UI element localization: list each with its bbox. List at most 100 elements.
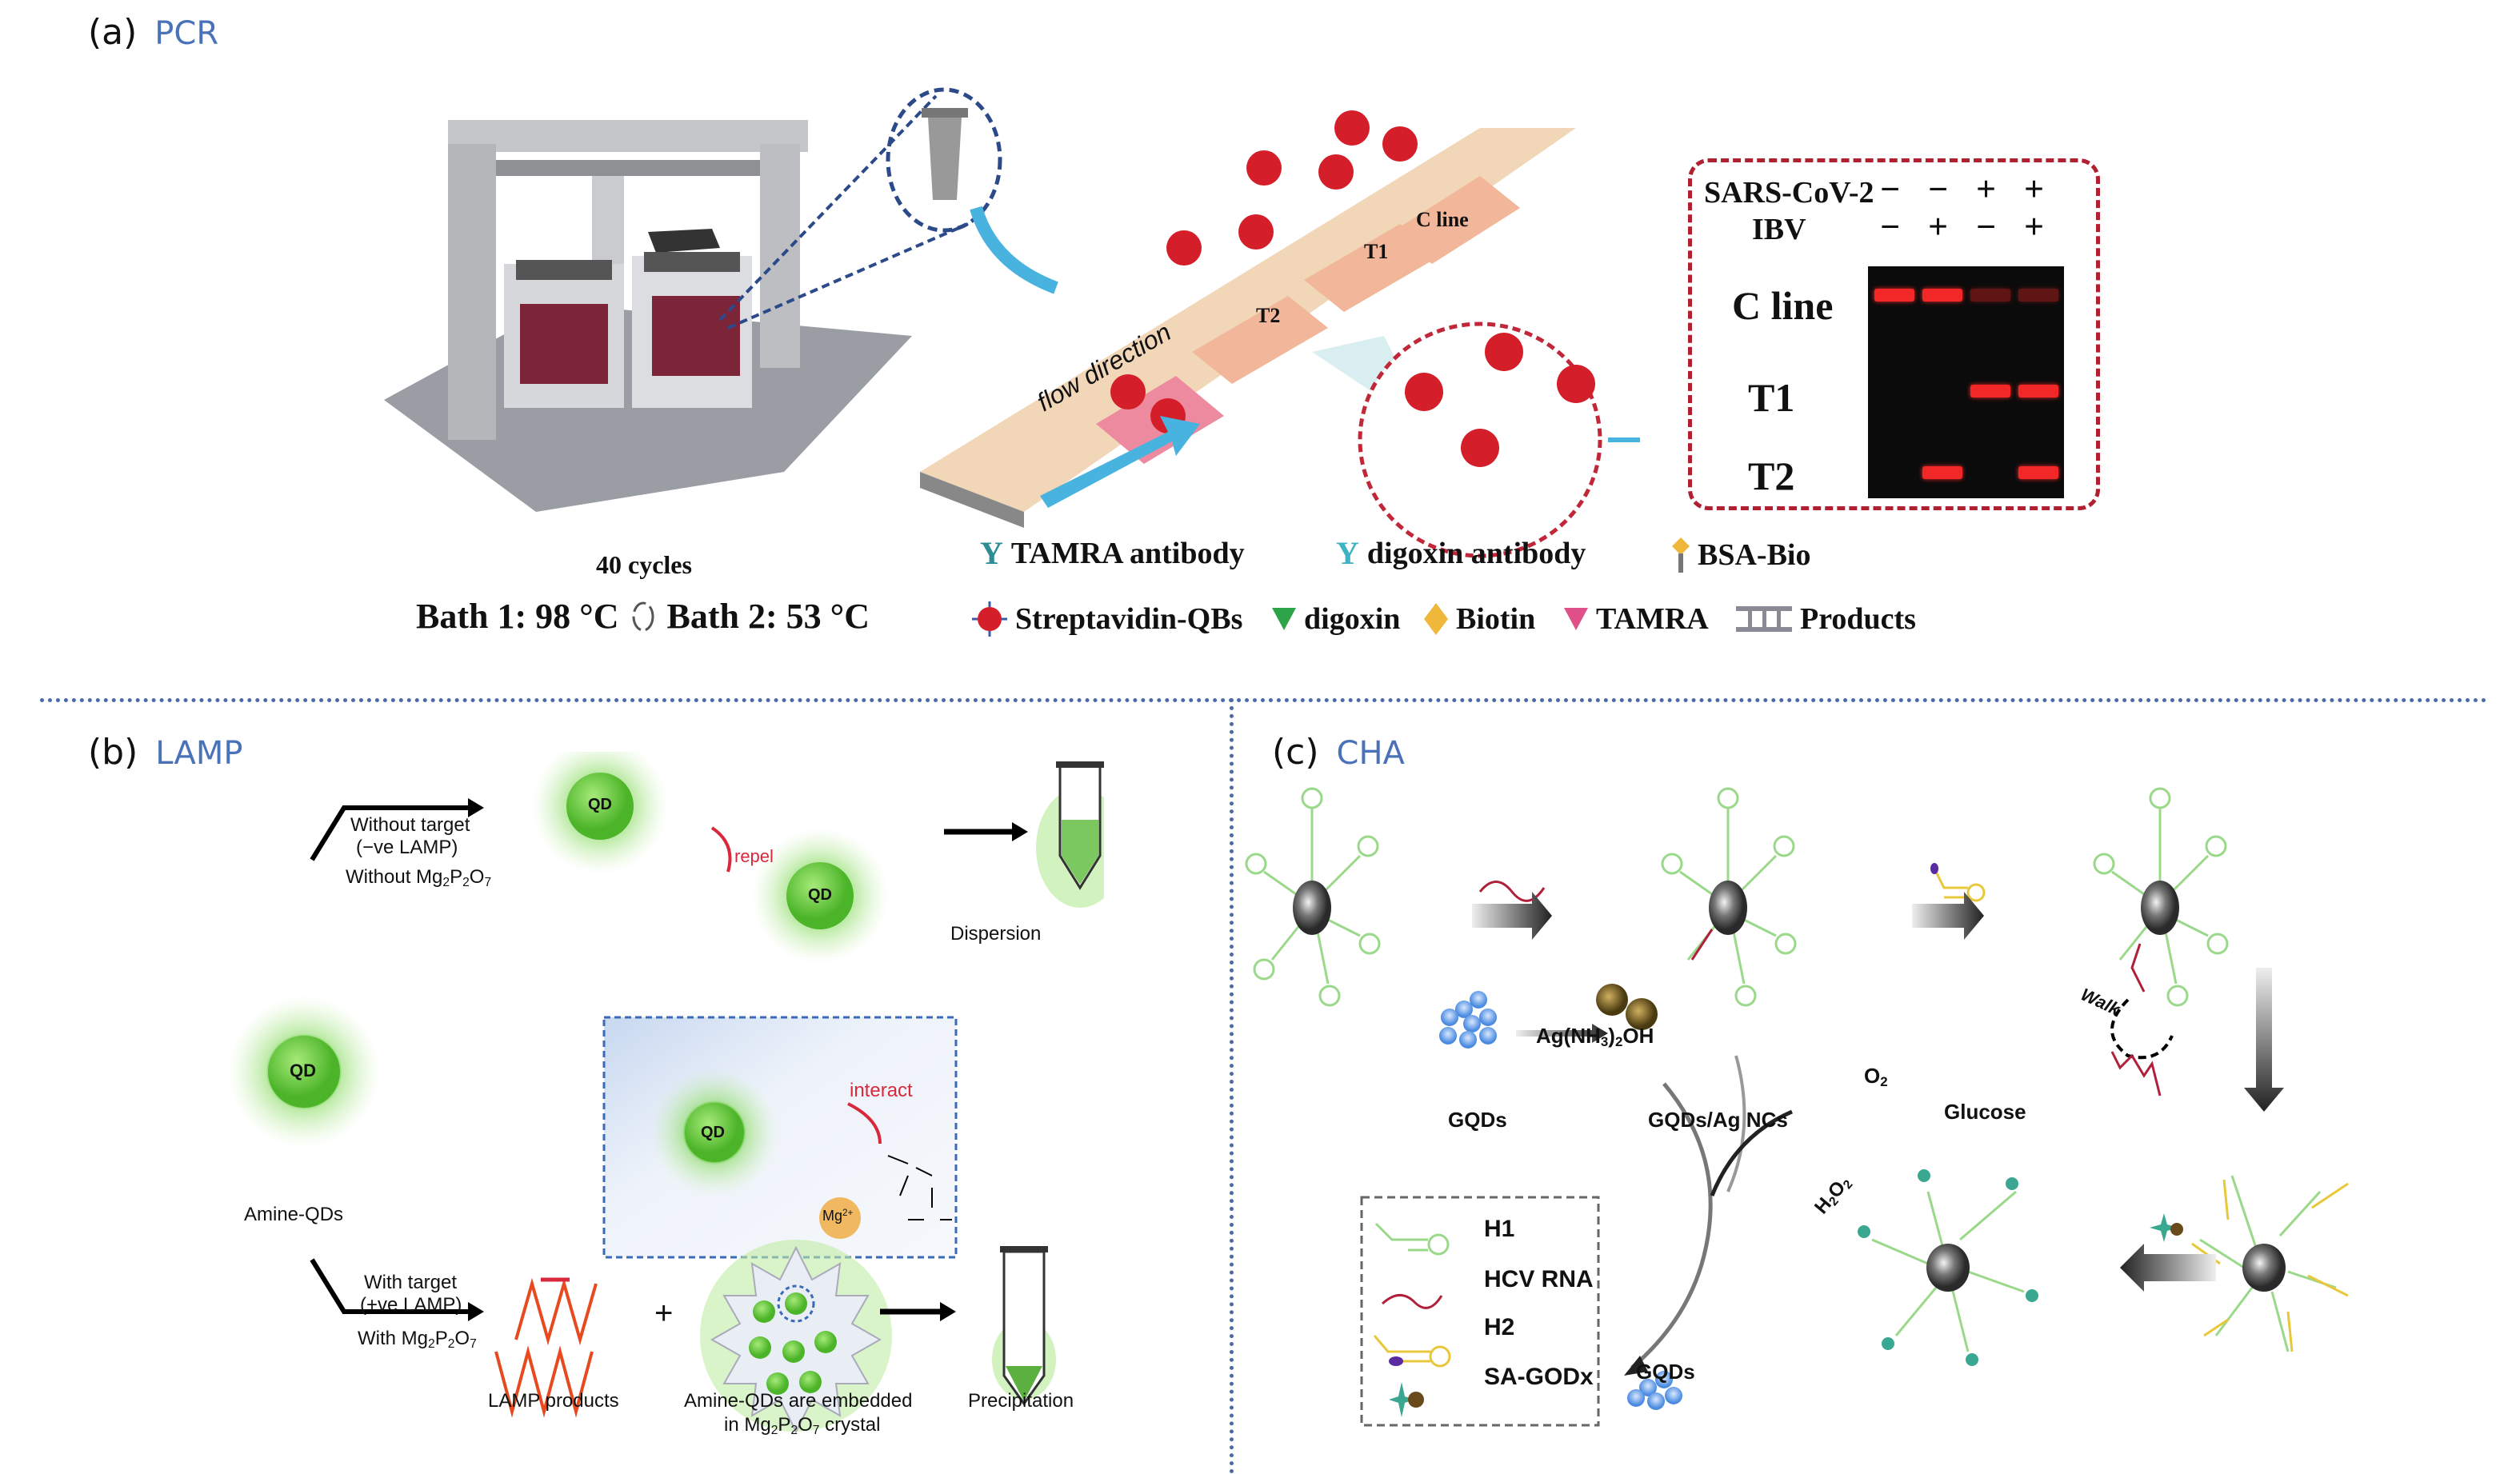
row-header-sars: SARS-CoV-2	[1704, 176, 1874, 210]
tamra-icon	[1564, 608, 1588, 630]
cycle-curve-glucose	[1710, 1109, 1793, 1196]
qd-label-1: QD	[588, 796, 612, 813]
gel-sign-sars_cov_2-lane-3: +	[1976, 170, 1997, 209]
cycles-label: 40 cycles	[596, 550, 692, 579]
mg2p2o7-crystal	[700, 1240, 892, 1434]
core-particle-5	[1926, 1244, 1970, 1292]
cha-legend-h1: H1	[1484, 1216, 1515, 1242]
gel-result-box: SARS-CoV-2 IBV −−−++−++ C line T1 T2	[1688, 158, 2100, 510]
vertical-divider	[1230, 698, 1234, 1474]
h2-hairpin-incoming	[1934, 871, 1986, 902]
frame-top	[448, 120, 808, 152]
neg-path-label-3: Without Mg2P2O7	[346, 866, 492, 889]
bsa-bio-icon	[1672, 537, 1690, 573]
qd-dispersed-1	[532, 752, 668, 874]
gel-band-c_line-lane-3	[1970, 289, 2010, 302]
arm	[496, 160, 760, 176]
h2-strands-bound	[2191, 1179, 2349, 1352]
legend-products: Products	[1736, 601, 1916, 637]
h1-hairpin-icon	[1374, 1222, 1450, 1256]
cycle-curve-outer	[1630, 1082, 1713, 1369]
amine-qd-particle	[228, 996, 380, 1148]
bath2-label: Bath 2: 53 °C	[666, 597, 870, 636]
legend-biotin: Biotin	[1424, 601, 1535, 637]
band-label-t2: T2	[1748, 453, 1795, 498]
sa-godx-icon	[1389, 1382, 1424, 1417]
glucose-label: Glucose	[1944, 1100, 2026, 1124]
core-particle-4	[2242, 1244, 2286, 1292]
interact-arrow	[847, 1102, 882, 1144]
digoxin-icon	[1272, 608, 1296, 630]
cycle-arrows-icon	[632, 601, 654, 631]
interact-label: interact	[850, 1080, 913, 1101]
panel-a-title: PCR	[154, 15, 219, 52]
precipitation-label: Precipitation	[968, 1390, 1074, 1412]
precipitation-tube-icon	[992, 1246, 1056, 1406]
mg-ion	[819, 1197, 861, 1239]
bath-1	[504, 260, 624, 408]
t2-band	[1192, 296, 1328, 384]
band-label-c-line: C line	[1732, 283, 1834, 328]
qd-inset-label: QD	[701, 1124, 725, 1141]
products-icon	[1736, 606, 1792, 632]
neg-path-label-1: Without target	[350, 814, 470, 836]
digoxin-antibody-icon: Y	[1336, 535, 1359, 571]
horizontal-divider	[40, 698, 2488, 702]
panel-a-header: (a) PCR	[88, 12, 218, 53]
sa-godx-free	[2150, 1213, 2183, 1242]
zoom-callout	[718, 87, 1002, 330]
panel-b-label: (b)	[88, 732, 138, 773]
frame-left-pillar	[448, 144, 496, 440]
pos-path-label-3: With Mg2P2O7	[358, 1328, 477, 1351]
pcr-tube-icon	[922, 108, 968, 200]
legend-digoxin-antibody: Y digoxin antibody	[1336, 535, 1586, 571]
cha-legend-box	[1360, 1196, 1600, 1427]
panel-a-label: (a)	[88, 12, 138, 53]
lamp-products-icon	[494, 1277, 598, 1418]
row-header-ibv: IBV	[1752, 213, 1806, 246]
nanoprobe-sa-godx	[1871, 1190, 2025, 1352]
qd-label-2: QD	[808, 886, 832, 904]
panel-c-title: CHA	[1336, 735, 1405, 772]
frame-right-pillar	[760, 144, 800, 368]
interaction-inset	[602, 1016, 958, 1259]
gqds-cluster	[1439, 991, 1497, 1049]
bath-conditions: Bath 1: 98 °C Bath 2: 53 °C	[416, 596, 870, 637]
gqds-ag-ncs	[1596, 984, 1658, 1030]
bath1-label: Bath 1: 98 °C	[416, 597, 619, 636]
arrow-step-2	[1912, 892, 1984, 940]
magnified-qbs	[1405, 333, 1595, 467]
gel-band-t1-lane-4	[2018, 385, 2058, 397]
gel-band-t2-lane-2	[1922, 466, 1962, 479]
sa-godx-bound	[1858, 1169, 2038, 1366]
curved-arrow	[970, 206, 1058, 294]
pcr-instrument	[384, 120, 912, 512]
biotin-icon	[1424, 603, 1448, 635]
panel-b-header: (b) LAMP	[88, 732, 242, 773]
lamp-products-label: LAMP products	[488, 1390, 619, 1412]
gel-band-t2-lane-4	[2018, 466, 2058, 479]
core-particle-2	[1709, 881, 1747, 935]
gel-sign-sars_cov_2-lane-2: −	[1928, 170, 1949, 209]
hcv-rna-walking	[2130, 943, 2146, 993]
qb-particles	[1110, 110, 1418, 433]
cha-legend-hcv-rna: HCV RNA	[1484, 1266, 1594, 1292]
gqds-released	[1627, 1371, 1682, 1410]
carriage	[592, 176, 624, 264]
bath-2	[632, 252, 752, 408]
band-label-t1: T1	[1748, 375, 1795, 420]
legend-bsa-bio: BSA-Bio	[1672, 537, 1810, 573]
panel-b-title: LAMP	[155, 735, 243, 772]
gqds-output-label: GQDs	[1636, 1360, 1695, 1384]
qd-dispersed-2	[752, 828, 888, 964]
legend-tamra: TAMRA	[1564, 601, 1709, 637]
pos-path-label-1: With target	[364, 1272, 458, 1293]
dispersion-label: Dispersion	[950, 923, 1042, 945]
cha-diagram	[1245, 787, 2349, 1427]
gqds-ag-label: GQDs/Ag NCs	[1648, 1108, 1788, 1132]
streptavidin-qbs-icon	[972, 601, 1007, 637]
core-particle-1	[1293, 881, 1331, 935]
flow-arrow	[1040, 416, 1200, 508]
tamra-antibody-icon: Y	[980, 535, 1003, 571]
arrow-step-4	[2120, 1244, 2216, 1292]
